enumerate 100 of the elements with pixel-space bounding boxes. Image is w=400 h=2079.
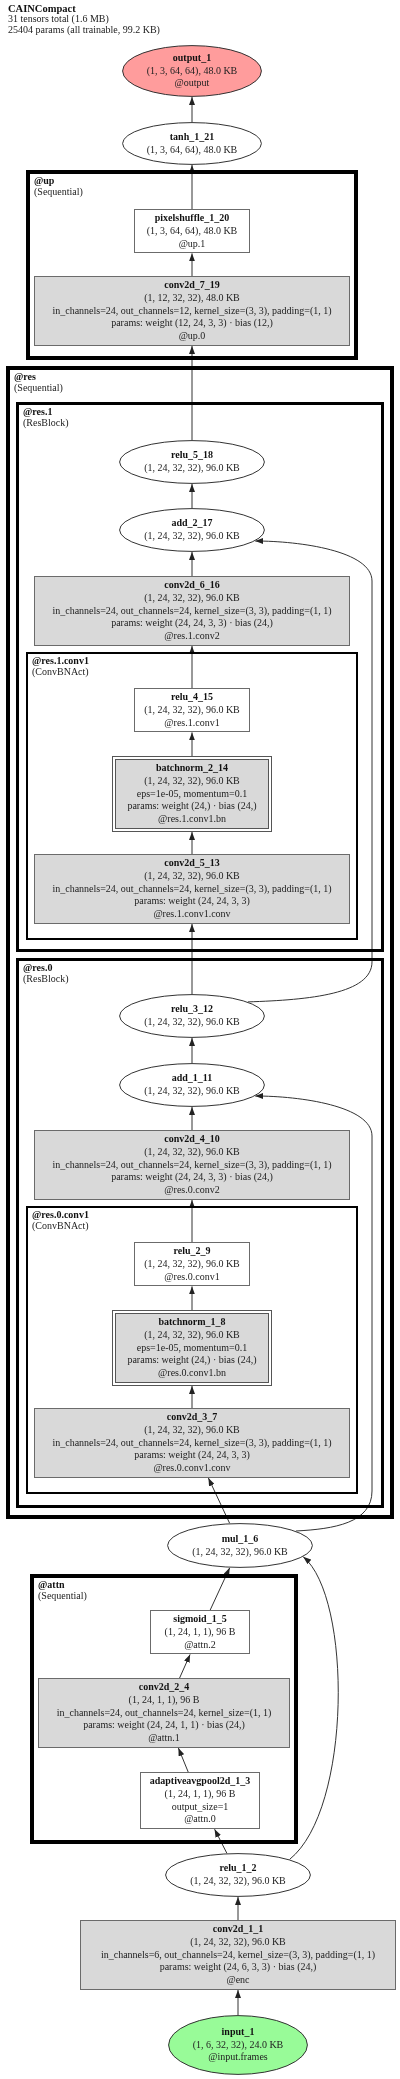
layer-detail: (1, 24, 32, 32), 96.0 KB: [144, 1145, 240, 1159]
layer-name: input_1: [221, 2025, 255, 2039]
layer-name: relu_2_9: [173, 1245, 211, 1258]
layer-name: batchnorm_2_14: [155, 762, 229, 775]
layer-detail: @res.0.conv1.bn: [158, 1367, 226, 1380]
arrow: [209, 1567, 231, 1611]
layer-detail: @input.frames: [208, 2051, 268, 2065]
layer-detail: (1, 24, 32, 32), 96.0 KB: [144, 530, 240, 543]
layer-detail: @res.1.conv1.bn: [158, 813, 226, 826]
layer-detail: params: weight (24, 24, 3, 3) · bias (24,): [111, 1171, 273, 1185]
layer-detail: (1, 24, 32, 32), 96.0 KB: [144, 703, 240, 717]
module-name: @res.0: [23, 963, 53, 974]
layer-box: [34, 854, 350, 924]
layer-name: batchnorm_1_8: [158, 1316, 226, 1329]
layer-detail: params: weight (24,) · bias (24,): [127, 1354, 257, 1368]
layer-detail: params: weight (12, 24, 3, 3) · bias (12,): [111, 317, 273, 331]
layer-detail: @res.1.conv1.conv: [153, 908, 231, 921]
layer-detail: (1, 6, 32, 32), 24.0 KB: [192, 2038, 284, 2052]
layer-name: mul_1_6: [221, 1532, 259, 1546]
layer-box: [140, 1772, 260, 1830]
module-frame: [16, 958, 384, 1508]
layer-detail: (1, 24, 32, 32), 96.0 KB: [144, 1423, 240, 1437]
layer-detail: (1, 24, 1, 1), 96 B: [164, 1625, 236, 1639]
layer-name: conv2d_3_7: [166, 1411, 218, 1424]
arrow: [189, 831, 195, 855]
arrow: [189, 96, 195, 123]
layer-box: [150, 1610, 250, 1655]
arrow: [189, 923, 195, 995]
layer-detail: (1, 24, 32, 32), 96.0 KB: [144, 774, 240, 788]
layer-name: pixelshuffle_1_20: [154, 212, 230, 225]
layer-box: [80, 1920, 396, 1990]
layer-box: [38, 1678, 290, 1748]
layer-detail: @up.0: [178, 330, 206, 343]
module-name: @res.1: [23, 407, 53, 418]
module-type: (Sequential): [34, 186, 83, 197]
arrow: [189, 345, 195, 441]
layer-name: tanh_1_21: [169, 130, 215, 144]
arrow: [189, 1285, 195, 1311]
module-type: (ConvBNAct): [32, 1220, 89, 1231]
layer-box: [34, 1130, 350, 1200]
arrow: [235, 1896, 241, 1921]
layer-detail: (1, 12, 32, 32), 48.0 KB: [144, 291, 240, 305]
layer-detail: (1, 24, 1, 1), 96 B: [164, 1787, 236, 1801]
operation-ellipse: [119, 994, 265, 1038]
operation-ellipse: [119, 508, 265, 552]
layer-detail: (1, 24, 32, 32), 96.0 KB: [144, 869, 240, 883]
layer-detail: (1, 24, 32, 32), 96.0 KB: [190, 1875, 286, 1888]
layer-detail: (1, 24, 32, 32), 96.0 KB: [144, 1016, 240, 1029]
module-type: (Sequential): [14, 382, 63, 393]
layer-detail: @enc: [226, 1974, 250, 1987]
arrow: [189, 164, 195, 210]
layer-detail: params: weight (24, 6, 3, 3) · bias (24,): [159, 1961, 317, 1975]
layer-detail: params: weight (24, 24, 1, 1) · bias (24,): [83, 1719, 245, 1733]
output-ellipse: [122, 45, 262, 97]
layer-detail: params: weight (24, 24, 3, 3): [134, 1449, 250, 1463]
module-type: (ConvBNAct): [32, 666, 89, 677]
diagram-title: CAINCompact: [8, 3, 76, 14]
layer-detail: @res.1.conv1: [164, 716, 220, 730]
module-frame: [6, 366, 394, 1519]
layer-detail: in_channels=6, out_channels=24, kernel_size=(3, 3), padding=(1, 1): [100, 1948, 376, 1962]
arrow: [189, 1199, 195, 1243]
arrow: [235, 1989, 241, 2016]
arrow: [189, 1385, 195, 1409]
layer-box: [34, 576, 350, 646]
operation-ellipse: [167, 1523, 313, 1568]
layer-detail: (1, 24, 32, 32), 96.0 KB: [190, 1935, 286, 1949]
layer-detail: (1, 24, 32, 32), 96.0 KB: [192, 1545, 288, 1559]
layer-name: add_2_17: [171, 517, 213, 530]
layer-detail: (1, 24, 32, 32), 96.0 KB: [144, 1257, 240, 1271]
module-type: (Sequential): [38, 1590, 87, 1601]
layer-detail: (1, 24, 32, 32), 96.0 KB: [144, 1085, 240, 1098]
module-frame: [30, 1574, 298, 1844]
module-type: (ResBlock): [23, 417, 69, 428]
module-frame: [26, 652, 358, 940]
arrow: [189, 731, 195, 757]
layer-detail: @res.1.conv2: [164, 630, 220, 643]
arrow: [254, 1093, 373, 1532]
layer-detail: (1, 24, 32, 32), 96.0 KB: [144, 1328, 240, 1342]
layer-detail: params: weight (24, 24, 3, 3): [134, 895, 250, 909]
layer-detail: in_channels=24, out_channels=24, kernel_size=(1, 1): [56, 1706, 272, 1720]
layer-name: relu_1_2: [219, 1862, 257, 1875]
layer-name: conv2d_2_4: [138, 1681, 190, 1694]
arrow: [179, 1653, 191, 1679]
module-name: @up: [34, 176, 55, 187]
layer-detail: output_size=1: [171, 1800, 229, 1814]
layer-box: [134, 1242, 250, 1287]
arrow: [189, 645, 195, 689]
layer-detail: in_channels=24, out_channels=24, kernel_size=(3, 3), padding=(1, 1): [52, 882, 332, 896]
module-frame: [16, 402, 384, 952]
layer-detail: in_channels=24, out_channels=12, kernel_size=(3, 3), padding=(1, 1): [52, 304, 332, 318]
layer-name: conv2d_7_19: [164, 279, 220, 292]
layer-name: relu_4_15: [170, 691, 213, 704]
summary-text: 31 tensors total (1.6 MB): [8, 14, 109, 25]
layer-detail: (1, 3, 64, 64), 48.0 KB: [146, 64, 238, 78]
layer-box: [34, 276, 350, 346]
layer-name: relu_5_18: [170, 449, 213, 462]
layer-detail: @attn.2: [184, 1638, 216, 1652]
module-name: @res: [14, 372, 36, 383]
operation-ellipse: [119, 440, 265, 484]
module-frame: [26, 1206, 358, 1494]
